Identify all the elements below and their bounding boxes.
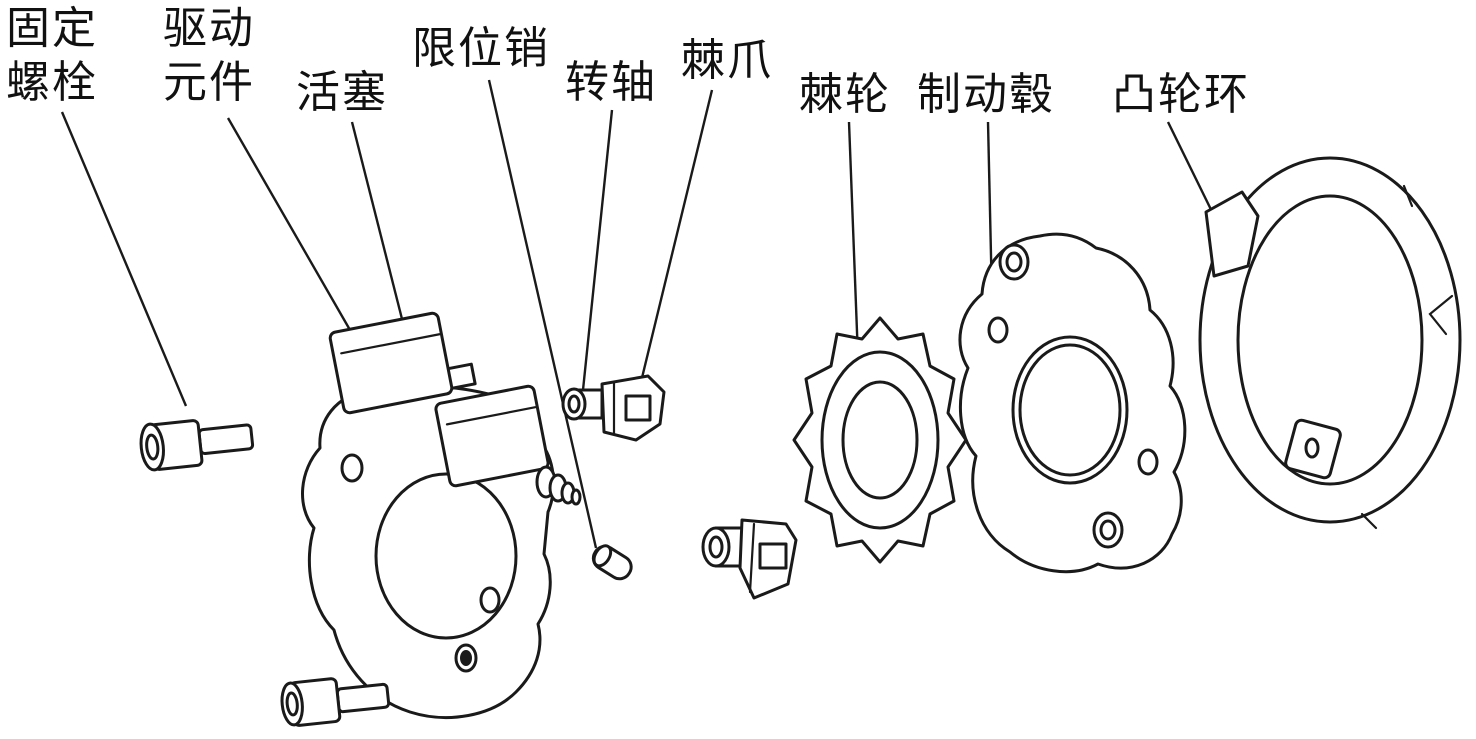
bracket-center-hole <box>374 472 518 640</box>
label-fixing-bolt: 固定 螺栓 <box>6 4 98 107</box>
limit-pin-part <box>591 544 633 581</box>
pawl-part-upper <box>600 374 666 442</box>
fixing-bolt-top <box>139 419 255 472</box>
leader-shaft <box>581 109 614 391</box>
drive-element-part <box>328 311 477 415</box>
label-brake-hub: 制动毂 <box>917 70 1055 119</box>
ratchet-wheel <box>792 316 968 564</box>
cam-ring-lug <box>1284 418 1342 480</box>
leader-lines <box>60 79 1224 549</box>
cam-ring-part <box>1198 156 1462 530</box>
leader-limit-pin <box>487 79 598 549</box>
hub-bolt-top <box>998 243 1030 281</box>
leader-drive-element <box>226 117 352 331</box>
leader-ratchet <box>847 121 860 359</box>
label-pawl: 棘爪 <box>681 36 773 85</box>
brake-hub-plate <box>958 232 1187 574</box>
hub-hole-right <box>1137 448 1159 476</box>
label-drive-element: 驱动 元件 <box>163 4 255 107</box>
pawl-part-lower <box>701 518 798 600</box>
piston-part <box>434 384 582 506</box>
label-piston: 活塞 <box>296 68 388 117</box>
label-cam-ring: 凸轮环 <box>1112 70 1250 119</box>
bracket-hole-left <box>340 453 364 483</box>
hub-hole-left <box>987 316 1009 344</box>
cam-ring-tab <box>1204 190 1260 278</box>
leader-pawl <box>638 89 714 387</box>
label-ratchet: 棘轮 <box>799 70 891 119</box>
shaft-part <box>561 387 604 421</box>
fixing-bolt-bottom <box>280 677 391 727</box>
bracket-hole-right <box>479 586 501 614</box>
hub-bolt-bottom <box>1092 511 1124 549</box>
label-shaft: 转轴 <box>565 58 657 107</box>
label-limit-pin: 限位销 <box>412 24 550 73</box>
leader-fixing-bolt <box>60 111 188 407</box>
